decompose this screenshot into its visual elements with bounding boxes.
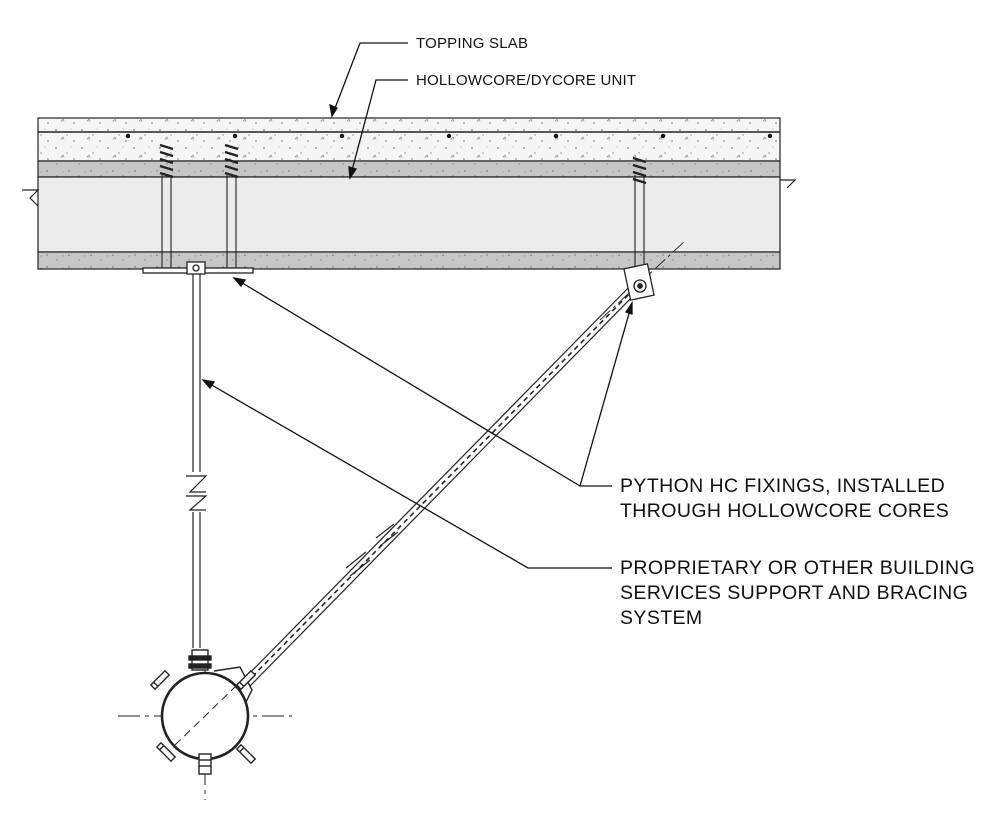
label-support-line-3: SYSTEM — [620, 607, 703, 629]
leader-python-fixings — [232, 277, 633, 487]
label-fixings-line-2: THROUGH HOLLOWCORE CORES — [620, 500, 949, 522]
hollowcore-unit — [37, 160, 781, 270]
python-hc-fixing-left-1 — [159, 143, 174, 270]
brace-bracket — [623, 263, 655, 301]
label-topping-slab: TOPPING SLAB — [416, 35, 528, 52]
break-lines — [22, 179, 797, 207]
leader-support-system — [201, 379, 612, 569]
channel-plate — [142, 261, 254, 275]
label-fixings-line-1: PYTHON HC FIXINGS, INSTALLED — [620, 475, 945, 497]
leader-topping-slab — [329, 42, 408, 118]
label-support-line-2: SERVICES SUPPORT AND BRACING — [620, 582, 968, 604]
pipe-clamp — [149, 649, 257, 775]
python-hc-fixing-left-2 — [224, 143, 239, 270]
leader-hollowcore-unit — [348, 79, 408, 180]
hanger-rod — [186, 274, 208, 648]
label-hollowcore-unit: HOLLOWCORE/DYCORE UNIT — [416, 72, 636, 89]
label-support-line-1: PROPRIETARY OR OTHER BUILDING — [620, 557, 975, 579]
reinforcement-bars — [125, 133, 773, 139]
topping-slab — [37, 117, 781, 162]
python-hc-fixing-right — [632, 156, 647, 266]
pipe-section — [160, 671, 250, 761]
